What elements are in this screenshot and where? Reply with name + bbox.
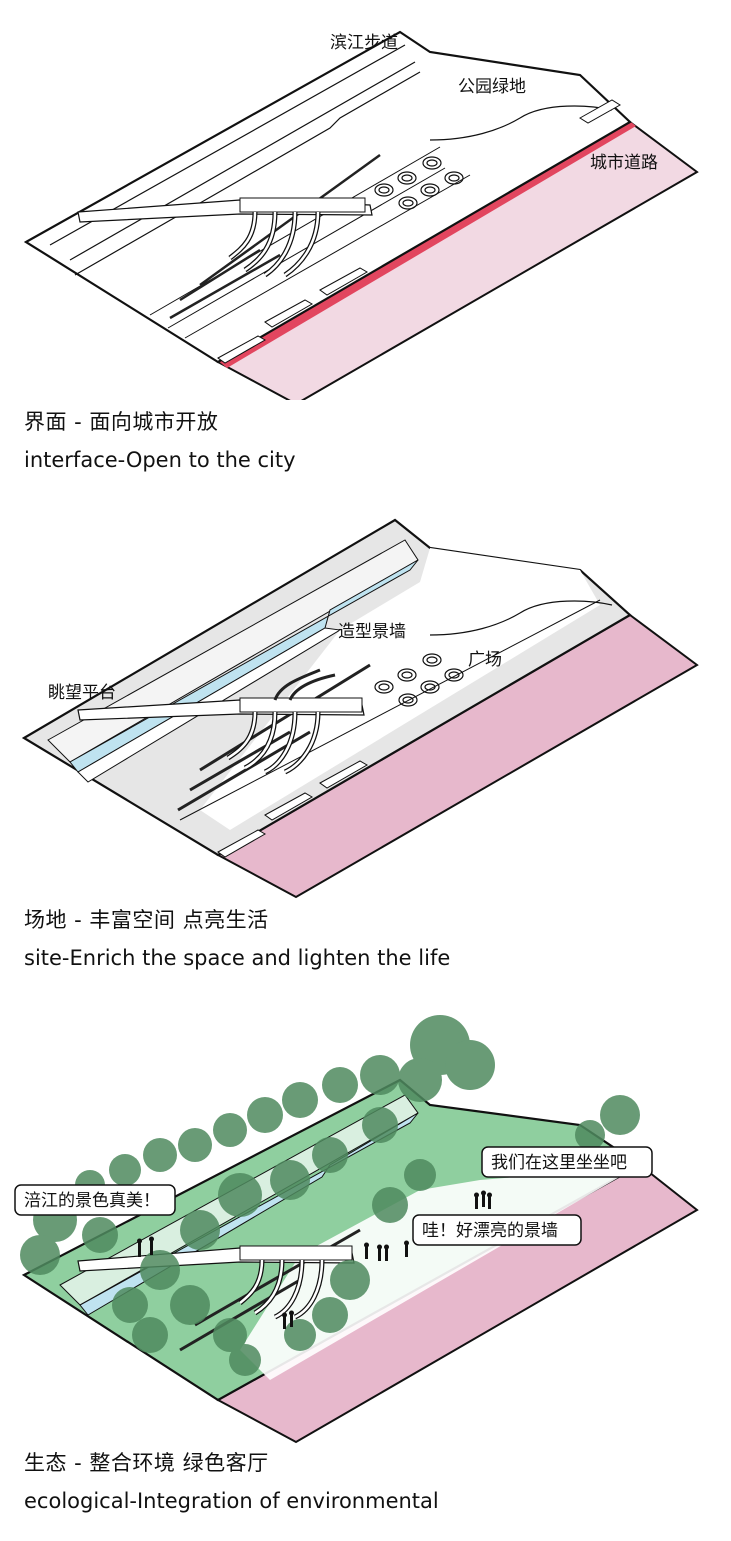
bubble-wall-wow-text: 哇！好漂亮的景墙 <box>422 1221 558 1241</box>
site-diagram: 造型景墙 广场 眺望平台 <box>21 518 699 899</box>
tree-canopy-group <box>20 1015 640 1376</box>
caption-en: site-Enrich the space and lighten the li… <box>24 946 451 970</box>
panel-ecological: 涪江的景色真美！ 我们在这里坐坐吧 哇！好漂亮的景墙 生态 - 整合环境 绿色客… <box>0 1005 731 1541</box>
site-base <box>23 30 632 364</box>
label-lookout: 眺望平台 <box>48 683 116 703</box>
bubble-wall-wow: 哇！好漂亮的景墙 <box>412 1214 582 1246</box>
label-park-green: 公园绿地 <box>458 77 526 97</box>
caption-cn: 场地 - 丰富空间 点亮生活 <box>24 908 269 932</box>
caption-cn: 界面 - 面向城市开放 <box>24 410 219 434</box>
bubble-river-view: 涪江的景色真美！ <box>14 1184 176 1216</box>
caption-en: ecological-Integration of environmental <box>24 1489 439 1513</box>
ecological-diagram: 涪江的景色真美！ 我们在这里坐坐吧 哇！好漂亮的景墙 <box>14 1015 699 1444</box>
bubble-sit-here-text: 我们在这里坐坐吧 <box>491 1153 627 1173</box>
panel-interface: 滨江步道 公园绿地 城市道路 界面 - 面向城市开放 interface-Ope… <box>0 0 731 490</box>
label-city-road: 城市道路 <box>590 153 658 173</box>
bubble-sit-here: 我们在这里坐坐吧 <box>481 1146 653 1178</box>
caption-cn: 生态 - 整合环境 绿色客厅 <box>24 1451 269 1475</box>
label-sculpted-wall: 造型景墙 <box>338 622 406 642</box>
fountain-ring-group <box>374 653 464 707</box>
fountain-ring-group <box>374 156 464 210</box>
bubble-river-view-text: 涪江的景色真美！ <box>24 1191 160 1211</box>
label-plaza: 广场 <box>468 650 502 670</box>
caption-en: interface-Open to the city <box>24 448 296 472</box>
label-riverside-walk: 滨江步道 <box>330 33 398 53</box>
people-silhouettes <box>137 1190 492 1329</box>
panel-site: 造型景墙 广场 眺望平台 场地 - 丰富空间 点亮生活 site-Enrich … <box>0 500 731 980</box>
interface-diagram: 滨江步道 公园绿地 城市道路 <box>23 30 699 400</box>
